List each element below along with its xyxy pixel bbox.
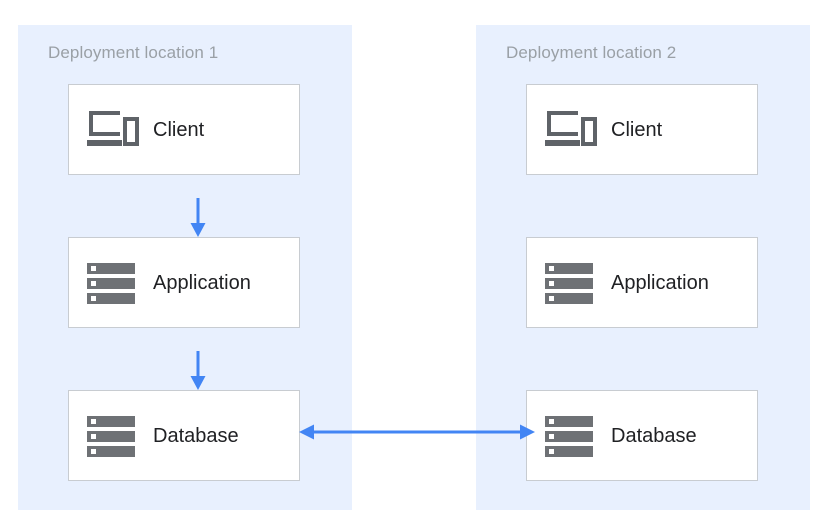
phone-shape <box>581 116 597 146</box>
database-bar-2 <box>87 430 135 442</box>
database-bar-1 <box>87 415 135 427</box>
zone-1-node-application[interactable]: Application <box>68 237 300 328</box>
database-icon <box>87 413 139 459</box>
zone-2-client-label: Client <box>611 118 663 141</box>
devices-icon <box>87 107 139 153</box>
server-bar-3 <box>545 292 593 304</box>
database-bar-3 <box>87 445 135 457</box>
laptop-base-shape <box>545 139 580 146</box>
server-bar-1 <box>87 262 135 274</box>
server-bar-2 <box>87 277 135 289</box>
laptop-base-shape <box>87 139 122 146</box>
zone-2-node-application[interactable]: Application <box>526 237 758 328</box>
database-icon <box>545 413 597 459</box>
arrow-client-to-application-zone-1 <box>184 198 212 238</box>
server-icon <box>545 260 597 306</box>
laptop-screen-shape <box>89 110 120 136</box>
zone-1-title: Deployment location 1 <box>48 43 219 62</box>
database-bar-3 <box>545 445 593 457</box>
server-icon <box>87 260 139 306</box>
deployment-zone-2: Deployment location 2 Client Application <box>476 25 810 510</box>
zone-2-application-label: Application <box>611 271 709 294</box>
database-bar-1 <box>545 415 593 427</box>
zone-2-database-label: Database <box>611 424 697 447</box>
zone-1-node-database[interactable]: Database <box>68 390 300 481</box>
server-bar-2 <box>545 277 593 289</box>
deployment-zone-1: Deployment location 1 Client Application <box>18 25 352 510</box>
zone-2-node-client[interactable]: Client <box>526 84 758 175</box>
arrow-application-to-database-zone-1 <box>184 351 212 391</box>
zone-1-database-label: Database <box>153 424 239 447</box>
database-bar-2 <box>545 430 593 442</box>
devices-icon <box>545 107 597 153</box>
zone-1-application-label: Application <box>153 271 251 294</box>
arrow-database-replication <box>299 418 535 446</box>
server-bar-3 <box>87 292 135 304</box>
server-bar-1 <box>545 262 593 274</box>
laptop-screen-shape <box>547 110 578 136</box>
zone-1-node-client[interactable]: Client <box>68 84 300 175</box>
zone-2-node-database[interactable]: Database <box>526 390 758 481</box>
zone-1-client-label: Client <box>153 118 205 141</box>
zone-2-title: Deployment location 2 <box>506 43 677 62</box>
phone-shape <box>123 116 139 146</box>
